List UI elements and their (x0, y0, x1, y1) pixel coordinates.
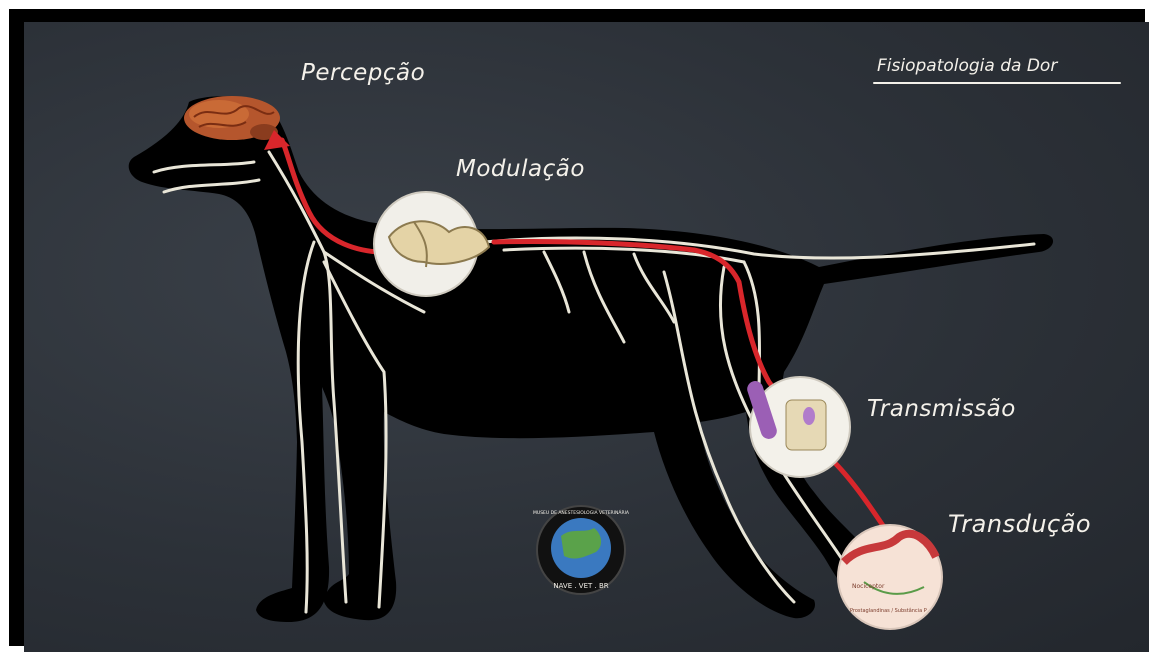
dog-diagram: Nociceptor Prostaglandinas / Substância … (24, 22, 1149, 652)
brain-illustration (184, 96, 280, 140)
stage-label-transmission: Transmissão (867, 396, 1016, 422)
title-underline (873, 82, 1121, 84)
logo-ring-text: MUSEU DE ANESTESIOLOGIA VETERINÁRIA (533, 509, 630, 516)
chalkboard-background: Nociceptor Prostaglandinas / Substância … (24, 22, 1149, 652)
nave-vet-logo: NAVE . VET . BR MUSEU DE ANESTESIOLOGIA … (533, 506, 630, 594)
stage-label-perception: Percepção (301, 60, 425, 86)
slide-title: Fisiopatologia da Dor (877, 56, 1117, 76)
slide-title-block: Fisiopatologia da Dor (877, 56, 1117, 76)
stage-label-modulation: Modulação (456, 156, 585, 182)
transduction-inset: Nociceptor Prostaglandinas / Substância … (838, 525, 942, 629)
nociceptor-label: Nociceptor (852, 583, 885, 590)
logo-bottom-text: NAVE . VET . BR (553, 582, 608, 590)
mediators-label: Prostaglandinas / Substância P (850, 607, 927, 614)
stage-label-transduction: Transdução (948, 510, 1091, 538)
